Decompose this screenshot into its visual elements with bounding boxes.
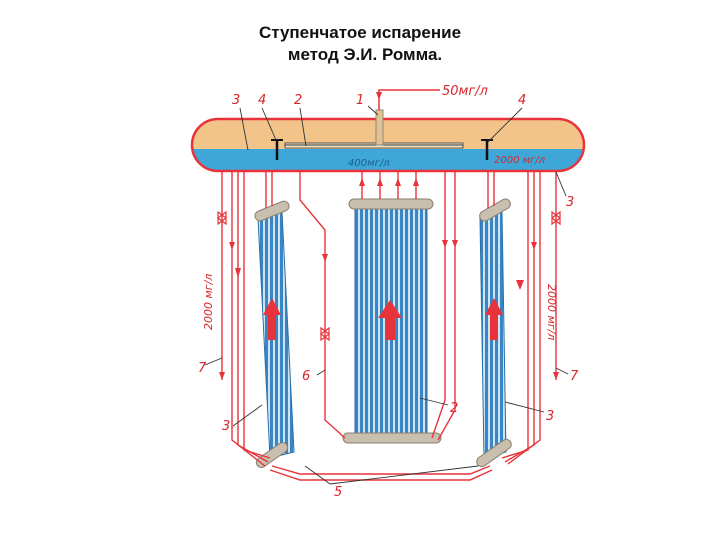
label-7-right: 7 <box>570 369 579 384</box>
left-top-header <box>254 200 290 222</box>
label-drum-center: 400мг/л <box>348 158 390 169</box>
label-right-flow: 2000 мг/л <box>545 284 558 340</box>
label-3-right-top: 3 <box>566 195 574 210</box>
label-3-left-bottom: 3 <box>222 419 230 434</box>
label-1: 1 <box>356 93 364 108</box>
left-flow-arrow <box>263 298 281 340</box>
label-feed-rate: 50мг/л <box>442 84 488 99</box>
label-2-top: 2 <box>294 93 302 108</box>
center-top-header <box>348 198 434 210</box>
title-line-2: метод Э.И. Ромма. <box>287 45 443 64</box>
labels: 1 50мг/л 2 4 3 4 400мг/л 2000 мг/л 3 200… <box>198 84 579 500</box>
drum-outline <box>190 117 586 173</box>
label-2-bottom: 2 <box>450 401 458 416</box>
label-drum-side: 2000 мг/л <box>494 155 546 166</box>
center-bottom-header <box>342 432 442 444</box>
valve-left <box>217 210 227 226</box>
label-6: 6 <box>302 369 310 384</box>
label-4-right: 4 <box>518 93 526 108</box>
valve-center <box>320 326 330 342</box>
diagram-title: Ступенчатое испарение метод Э.И. Ромма. <box>0 22 720 66</box>
feed-pipe <box>375 89 440 146</box>
center-flow-arrow <box>378 300 402 340</box>
center-tube-bundle <box>342 198 442 444</box>
label-5: 5 <box>334 485 342 500</box>
label-left-flow: 2000 мг/л <box>202 274 215 330</box>
right-tube-bundle <box>476 198 512 468</box>
label-7-left: 7 <box>198 361 207 376</box>
drum <box>190 117 586 173</box>
right-top-header <box>479 198 511 222</box>
valves <box>217 210 561 342</box>
label-4-left: 4 <box>258 93 266 108</box>
right-bottom-header <box>476 438 512 468</box>
right-flow-arrow <box>485 298 503 340</box>
pipe-arrows <box>219 178 559 380</box>
valve-right <box>551 210 561 226</box>
label-3-right-bottom: 3 <box>546 409 554 424</box>
left-bottom-header <box>255 442 289 468</box>
title-line-1: Ступенчатое испарение <box>258 23 462 42</box>
label-3-left-top: 3 <box>232 93 240 108</box>
leader-lines <box>204 105 569 485</box>
left-tube-bundle <box>254 200 295 468</box>
